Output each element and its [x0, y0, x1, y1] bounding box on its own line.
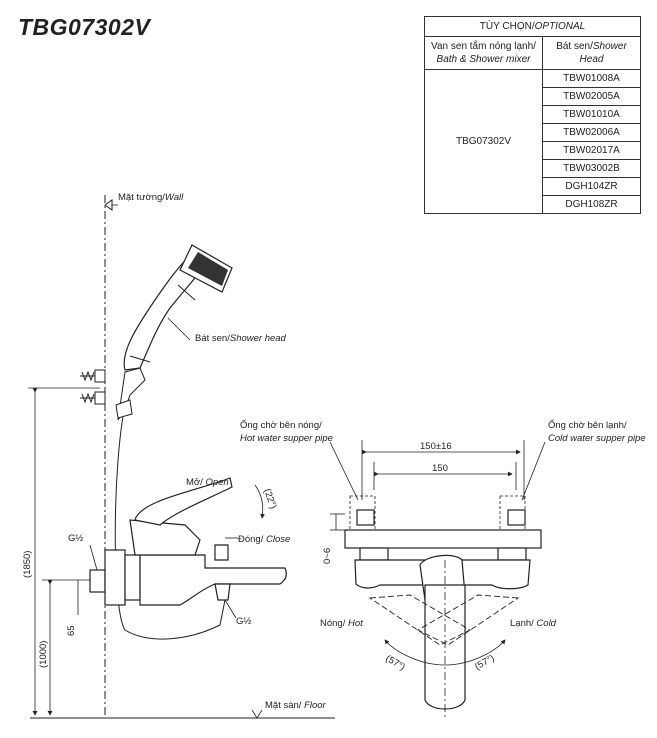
close-label: Đóng/ Close — [238, 534, 290, 545]
mixer-column-header: Van sen tắm nóng lạnh/ Bath & Shower mix… — [424, 36, 543, 70]
right-angle-arc — [444, 639, 506, 666]
open-arc — [254, 484, 265, 519]
options-table: TÙY CHỌN/OPTIONAL Van sen tắm nóng lạnh/… — [424, 16, 641, 214]
shower-head — [123, 244, 233, 371]
shower-head-column-en: Shower Head — [579, 41, 627, 65]
mixer-height-dim: (1000) — [38, 641, 49, 668]
shower-hose — [114, 404, 226, 640]
mixer-front-view — [344, 529, 542, 710]
centers-dim: 150 — [432, 463, 448, 474]
table-row: DGH104ZR — [425, 177, 641, 196]
handle-rotation-paths — [368, 594, 520, 646]
hot-pipe-label-en: Hot water supper pipe — [240, 433, 333, 444]
mixer-side-view — [89, 477, 287, 606]
hot-pipe-label: Ống chờ bên nóng/ — [240, 419, 322, 431]
floor-marker-icon — [251, 709, 263, 719]
shower-head-cell: DGH108ZR — [542, 195, 641, 214]
floor-label: Mặt sàn/ Floor — [265, 700, 327, 711]
left-angle-arc — [384, 639, 446, 666]
shower-head-label: Bát sen/Shower head — [195, 333, 287, 344]
centers-tolerance-dim: 150±16 — [420, 441, 452, 452]
open-angle: (22°) — [261, 487, 278, 510]
shower-head-cell: DGH104ZR — [542, 177, 641, 196]
inlet-thread-label: G½ — [68, 533, 83, 544]
wall-label: Mặt tường/Wall — [118, 192, 184, 203]
table-row: DGH108ZR — [425, 195, 641, 214]
inlet-offset-dim: 65 — [66, 625, 77, 636]
hot-label: Nóng/ Hot — [320, 618, 363, 629]
model-title: TBG07302V — [18, 14, 151, 40]
left-angle-label: (57°) — [384, 653, 407, 673]
hot-inlet-socket — [349, 495, 376, 531]
wall-bracket-icon — [80, 369, 106, 405]
options-header-en: OPTIONAL — [534, 21, 586, 32]
open-label: Mở/ Open — [186, 477, 229, 488]
inlet-depth-dim: 0~6 — [322, 548, 333, 564]
cold-label: Lạnh/ Cold — [510, 618, 557, 629]
cold-inlet-socket — [499, 495, 526, 531]
cold-pipe-label-en: Cold water supper pipe — [548, 433, 646, 444]
mixer-column-vi: Van sen tắm nóng lạnh/ — [431, 41, 536, 52]
wall-marker-icon — [104, 199, 113, 211]
right-angle-label: (57°) — [473, 653, 496, 673]
outlet-thread-label: G½ — [236, 616, 251, 627]
options-header-vi: TÙY CHỌN/ — [479, 21, 535, 32]
mixer-column-en: Bath & Shower mixer — [436, 54, 531, 65]
shower-head-column-vi: Bát sen/ — [556, 41, 593, 52]
cold-pipe-label: Ống chờ bên lạnh/ — [548, 419, 627, 431]
overall-height-dim: (1850) — [22, 551, 33, 578]
